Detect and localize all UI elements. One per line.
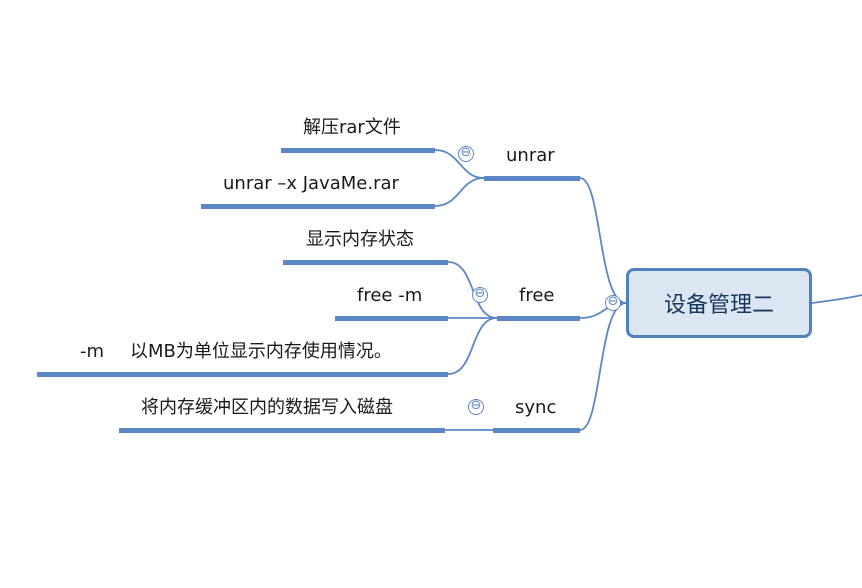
unrar-child-2-label[interactable]: unrar –x JavaMe.rar [223, 173, 399, 194]
connector-central-free [579, 302, 627, 319]
collapse-toggle-sync[interactable]: ⊖ [468, 399, 484, 415]
connector-central-unrar [579, 177, 627, 304]
free-child-2-label[interactable]: free -m [357, 285, 423, 306]
unrar-child-2-underline [201, 204, 435, 209]
central-node[interactable]: 设备管理二 [626, 268, 812, 338]
connector-unrar-child-1 [434, 149, 485, 179]
free-child-3-flag[interactable]: -m [80, 341, 105, 362]
free-child-1-underline [283, 260, 448, 265]
branch-free-underline [497, 316, 580, 321]
branch-free-label[interactable]: free [519, 285, 555, 306]
connector-free-child-3 [447, 317, 498, 375]
collapse-toggle-unrar[interactable]: ⊖ [458, 146, 474, 162]
sync-child-1-underline [119, 428, 445, 433]
free-child-1-label[interactable]: 显示内存状态 [306, 229, 414, 250]
branch-unrar-underline [484, 176, 580, 181]
sync-child-1-label[interactable]: 将内存缓冲区内的数据写入磁盘 [141, 397, 393, 418]
branch-unrar-label[interactable]: unrar [506, 145, 555, 166]
connector-central-sync [579, 302, 627, 431]
unrar-child-1-underline [281, 148, 435, 153]
connector-unrar-child-2 [434, 177, 485, 207]
free-child-3-underline [37, 372, 448, 377]
free-child-2-underline [335, 316, 448, 321]
collapse-toggle-free[interactable]: ⊖ [472, 287, 488, 303]
central-node-label: 设备管理二 [663, 293, 774, 318]
connector-central-right [811, 294, 862, 304]
unrar-child-1-label[interactable]: 解压rar文件 [303, 117, 401, 138]
branch-sync-label[interactable]: sync [515, 397, 557, 418]
branch-sync-underline [493, 428, 580, 433]
free-child-3-desc[interactable]: 以MB为单位显示内存使用情况。 [130, 341, 392, 362]
collapse-toggle-central[interactable]: ⊖ [605, 295, 621, 311]
